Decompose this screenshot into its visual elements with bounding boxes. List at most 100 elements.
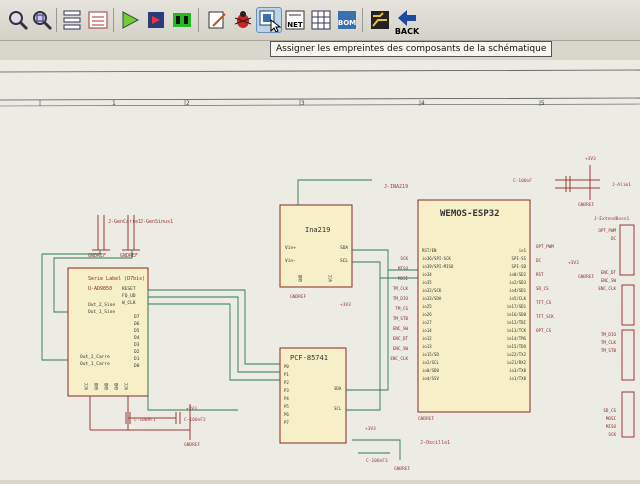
ad9850-pin: W_CLK xyxy=(122,300,136,306)
toolbar-separator xyxy=(362,8,363,32)
net-label: ENC_CLK xyxy=(390,356,408,361)
net-label: TM_CS xyxy=(395,306,408,311)
ad9850-pin: GND xyxy=(94,382,99,390)
gnd-label: GNDREF xyxy=(290,294,307,300)
zoom-fit-icon[interactable] xyxy=(30,8,54,32)
schematic-canvas[interactable]: 1 2 3 4 5 J-GenCarre1 J-GenSinus1 GNDREF… xyxy=(0,60,640,480)
ad9850-ref: U-AD9850 xyxy=(88,286,112,292)
net-label: DC xyxy=(536,258,542,263)
wemos-pin: io15/SD xyxy=(422,352,439,357)
generate-bom-icon[interactable]: BOM xyxy=(335,8,359,32)
wemos-pin: io15/TDO xyxy=(507,344,527,349)
library-editor-icon[interactable] xyxy=(144,8,168,32)
gnd-label: GNDREF xyxy=(578,202,595,208)
ad9850-pin: Out_2_Sine xyxy=(88,302,115,308)
ad9850-pin: D5 xyxy=(134,328,140,334)
ruler-label: 1 xyxy=(112,100,116,107)
pcf-pin: P1 xyxy=(284,372,289,377)
wemos-pin: io0/SD2 xyxy=(509,272,526,277)
netlist-label: NET xyxy=(287,21,303,29)
label-gndref: GNDREF xyxy=(120,253,138,259)
net-label: MISO xyxy=(606,424,617,429)
assign-footprints-icon[interactable] xyxy=(256,7,282,33)
back-button[interactable]: BACK xyxy=(394,6,420,36)
vcc-label: +3V3 xyxy=(585,156,596,162)
wemos-pin: io16/SD0 xyxy=(507,312,527,317)
label-gen-carre: J-GenCarre1 xyxy=(108,219,141,225)
net-label: ENC_DT xyxy=(601,270,617,275)
ad9850-pin: D4 xyxy=(134,335,140,341)
ina219-name: Ina219 xyxy=(305,226,330,234)
sheet-border-top xyxy=(0,69,640,73)
pcf-pin: SDA xyxy=(334,386,342,391)
wemos-pin: io13/TCK xyxy=(507,328,527,333)
right-connectors[interactable] xyxy=(619,224,635,438)
wemos-pin: SPI-SD xyxy=(512,264,527,269)
zoom-in-icon[interactable] xyxy=(6,8,30,32)
ad9850-pin: GND xyxy=(114,382,119,390)
ad9850-pin: GND xyxy=(104,382,109,390)
net-label: TM_DIO xyxy=(601,332,617,337)
net-label: OPT_PWM xyxy=(536,244,554,249)
net-label: SD_CS xyxy=(603,408,616,413)
net-label: MOSI xyxy=(606,416,617,421)
wemos-pin: io5/CLK xyxy=(509,296,526,301)
pcf-pin: P7 xyxy=(284,420,289,425)
power-top-right[interactable] xyxy=(555,165,600,200)
gnd-label: GNDREF xyxy=(578,274,595,280)
net-label: ENC_SW xyxy=(601,278,617,283)
wemos-pin: io14/TMS xyxy=(507,336,527,341)
wemos-right-pins: io1SPI-SSSPI-SDio0/SD2io2/SD3io4/SD1io5/… xyxy=(507,248,527,381)
tooltip: Assigner les empreintes des composants d… xyxy=(270,41,553,57)
wemos-pin: io32/SCK xyxy=(422,288,442,293)
hierarchy-icon[interactable] xyxy=(60,8,84,32)
wemos-left-nets: SCKMISOMOSITM_CLKTM_DIOTM_CSTM_STBENC_SW… xyxy=(390,256,408,361)
net-label: TFT_CS xyxy=(536,300,552,305)
pcbnew-icon[interactable] xyxy=(368,8,392,32)
netlist-icon[interactable]: NET xyxy=(283,8,307,32)
pcf-pin: P5 xyxy=(284,404,289,409)
sim-icon[interactable] xyxy=(118,8,142,32)
ad9850-pin: D7 xyxy=(134,314,140,320)
toolbar-separator xyxy=(113,8,114,32)
alim-label: J-Alim1 xyxy=(612,182,631,188)
ina219-pin: Vin+ xyxy=(285,245,296,251)
erc-icon[interactable] xyxy=(231,8,255,32)
wemos-pin: io4/SSV xyxy=(422,376,439,381)
ina219-pin: GND xyxy=(298,274,303,282)
wemos-pin: io26 xyxy=(422,312,432,317)
wemos-name: WEMOS-ESP32 xyxy=(440,209,500,219)
cap-label: C-100nF3 xyxy=(366,458,388,464)
wemos-pin: io3/TX0 xyxy=(509,368,526,373)
wemos-pin: io4/SD1 xyxy=(509,288,526,293)
wemos-left-pins: RST/ENio36/SPI-SCKio39/SPI-MISOio34io35i… xyxy=(422,248,454,381)
ina219-connector: J-INA219 xyxy=(384,184,408,190)
vcc-label: +3V3 xyxy=(365,426,376,432)
wemos-pin: io22/TX2 xyxy=(507,352,527,357)
wemos-pin: io1/TX0 xyxy=(509,376,526,381)
net-label: OPT_CS xyxy=(536,328,552,333)
net-label: TM_CLK xyxy=(393,286,409,291)
component-pcf8574[interactable] xyxy=(279,347,347,444)
label-gndref: GNDREF xyxy=(88,253,106,259)
component-ina219[interactable] xyxy=(279,204,353,288)
cap-label: C-100nF xyxy=(513,178,532,184)
wemos-pin: SPI-SS xyxy=(512,256,527,261)
component-wemos-esp32[interactable] xyxy=(417,199,531,413)
bus-icon[interactable] xyxy=(86,8,110,32)
annotate-icon[interactable] xyxy=(205,8,229,32)
connector-gen-carre[interactable] xyxy=(92,215,140,251)
net-label: TM_CLK xyxy=(601,340,617,345)
ad9850-title: Serie Label (D7bis) xyxy=(88,276,145,282)
ruler-label: 2 xyxy=(186,100,190,107)
library-browser-icon[interactable] xyxy=(170,8,194,32)
pcf-pin: P6 xyxy=(284,412,289,417)
wemos-pin: io12 xyxy=(422,336,432,341)
component-ad9850[interactable] xyxy=(67,267,149,397)
ad9850-pin: D0 xyxy=(134,363,140,369)
net-label: TM_STB xyxy=(601,348,617,353)
bom-label: BOM xyxy=(338,19,356,27)
bom-icon[interactable] xyxy=(309,8,333,32)
pcf-pin: P2 xyxy=(284,380,289,385)
